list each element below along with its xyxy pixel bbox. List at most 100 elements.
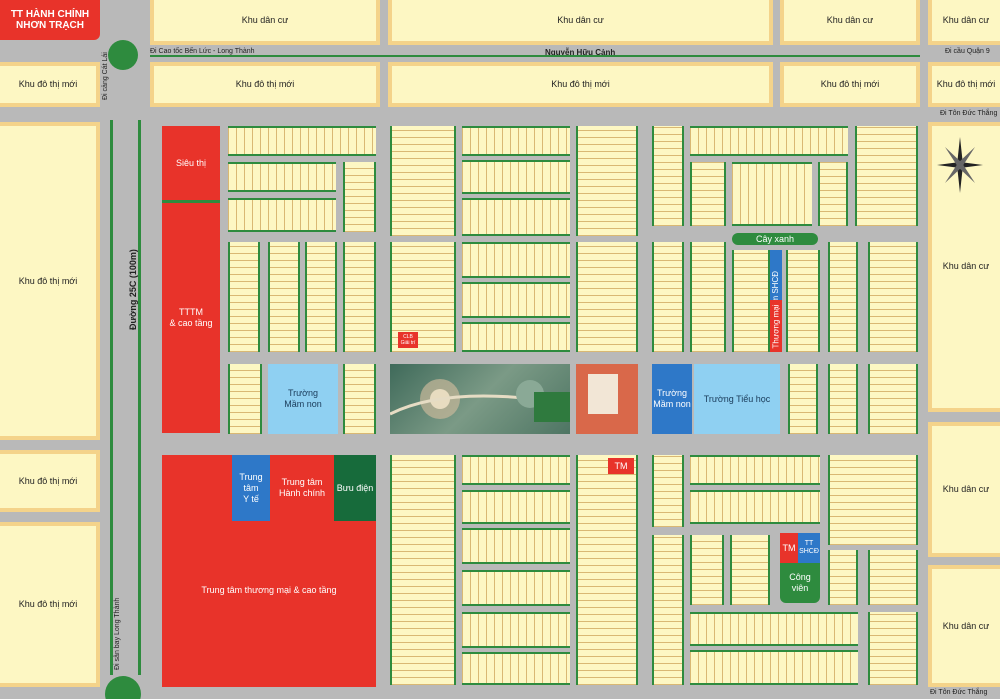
plaza-building	[588, 374, 618, 414]
lot-block	[652, 126, 684, 226]
lot-block	[228, 198, 336, 232]
lot-block	[343, 242, 376, 352]
title-line2: NHƠN TRẠCH	[16, 20, 84, 31]
club-label: CLB Giải trí	[400, 334, 416, 346]
community-center-short-label: TT SHCĐ	[799, 540, 819, 555]
residential-label: Khu dân cư	[241, 15, 289, 25]
primary-school: Trường Tiểu học	[694, 364, 780, 434]
lot-block	[343, 364, 376, 434]
lot-block	[690, 490, 820, 524]
kindergarten-left: Trường Mầm non	[268, 364, 338, 434]
lot-block	[868, 550, 918, 605]
new-urban-2: Khu đô thị mới	[150, 62, 380, 107]
lot-block	[818, 162, 848, 226]
road-label-right-top: Đi Tôn Đức Thắng	[940, 110, 998, 117]
new-urban-5: Khu đô thị mới	[928, 62, 1000, 107]
new-urban-label: Khu đô thị mới	[18, 475, 78, 486]
lot-block	[462, 126, 570, 156]
lot-block	[690, 162, 726, 226]
new-urban-left-3: Khu đô thị mới	[0, 522, 100, 687]
lot-block	[690, 455, 820, 485]
new-urban-label: Khu đô thị mới	[18, 79, 78, 89]
lot-block	[868, 364, 918, 434]
lot-block	[462, 198, 570, 236]
green-divider	[162, 200, 220, 203]
residential-label: Khu dân cư	[942, 484, 990, 494]
admin-center-label: Trung tâm Hành chính	[278, 477, 326, 498]
park-label: Công viên	[789, 572, 811, 593]
lot-block	[462, 322, 570, 352]
road-label-top-left: Đi Cao tốc Bến Lức - Long Thành	[150, 48, 255, 55]
title-line1: TT HÀNH CHÍNH	[10, 9, 90, 20]
lot-block	[690, 612, 858, 646]
community-center: TT SHCĐ	[798, 533, 820, 563]
green-strip	[150, 55, 920, 57]
lot-block	[652, 535, 684, 685]
lot-block	[652, 242, 684, 352]
median-right	[138, 120, 141, 675]
lot-block	[462, 570, 570, 606]
trade-zone-1: TM	[608, 458, 634, 474]
lot-block	[462, 455, 570, 485]
lot-block	[576, 242, 638, 352]
lot-block	[828, 242, 858, 352]
lot-block	[652, 455, 684, 527]
residential-label: Khu dân cư	[942, 620, 990, 631]
lot-block	[462, 612, 570, 648]
road-label-right-bottom: Đi Tôn Đức Thắng	[930, 689, 988, 696]
health-center-label: Trung tâm Y tế	[239, 471, 263, 504]
green-strip-label: Cây xanh	[755, 233, 795, 244]
lot-block	[868, 612, 918, 685]
park-zone: Công viên	[780, 563, 820, 603]
residential-top-1: Khu dân cư	[150, 0, 380, 45]
lot-block	[730, 535, 770, 605]
road-label-top-right: Đi cầu Quận 9	[945, 48, 990, 55]
road-label-25c: Đường 25C (100m)	[128, 249, 138, 330]
road-label-nguyen-huu-canh: Nguyễn Hữu Cảnh	[545, 48, 616, 57]
kindergarten-right-label: Trường Mầm non	[653, 388, 691, 409]
lot-block	[828, 455, 918, 545]
new-urban-4: Khu đô thị mới	[780, 62, 920, 107]
new-urban-label: Khu đô thị mới	[18, 275, 78, 286]
lot-block	[462, 528, 570, 564]
new-urban-label: Khu đô thị mới	[551, 79, 610, 89]
new-urban-left: Khu đô thị mới	[0, 62, 100, 107]
lot-block	[390, 455, 456, 685]
lot-block	[228, 242, 260, 352]
new-urban-left-2: Khu đô thị mới	[0, 450, 100, 512]
lot-block	[462, 652, 570, 685]
lot-block	[788, 364, 818, 434]
residential-label: Khu dân cư	[942, 260, 990, 271]
primary-school-label: Trường Tiểu học	[703, 393, 771, 404]
lot-block	[462, 490, 570, 524]
commercial-center-label: Trung tâm thương mại & cao tầng	[201, 585, 337, 595]
lot-block	[732, 250, 770, 352]
tttm-zone: TTTM & cao tầng	[162, 203, 220, 433]
lot-block	[576, 126, 638, 236]
health-center: Trung tâm Y tế	[232, 455, 270, 521]
lot-block	[690, 242, 726, 352]
compass-icon	[937, 137, 983, 193]
roundabout-bottom	[105, 676, 141, 699]
club-zone: CLB Giải trí	[398, 332, 418, 348]
title-badge: TT HÀNH CHÍNH NHƠN TRẠCH	[0, 0, 100, 40]
residential-right-3: Khu dân cư	[928, 565, 1000, 687]
new-urban-label: Khu đô thị mới	[936, 79, 996, 89]
residential-label: Khu dân cư	[942, 15, 990, 25]
road-label-airport: Đi sân bay Long Thành	[114, 597, 121, 670]
lot-block	[828, 550, 858, 605]
admin-center: Trung tâm Hành chính	[272, 455, 332, 521]
lot-block	[390, 126, 456, 236]
lot-block	[462, 160, 570, 194]
kindergarten-label: Trường Mầm non	[284, 388, 322, 409]
lot-block	[228, 126, 376, 156]
lot-block	[228, 364, 262, 434]
road-label-cat-lai: Đi cảng Cát Lái	[102, 52, 109, 100]
new-urban-label: Khu đô thị mới	[235, 79, 295, 89]
median-left	[110, 120, 113, 675]
lot-block	[268, 242, 300, 352]
green-strip-zone: Cây xanh	[732, 233, 818, 245]
kindergarten-right: Trường Mầm non	[652, 364, 692, 434]
new-urban-3: Khu đô thị mới	[388, 62, 773, 107]
